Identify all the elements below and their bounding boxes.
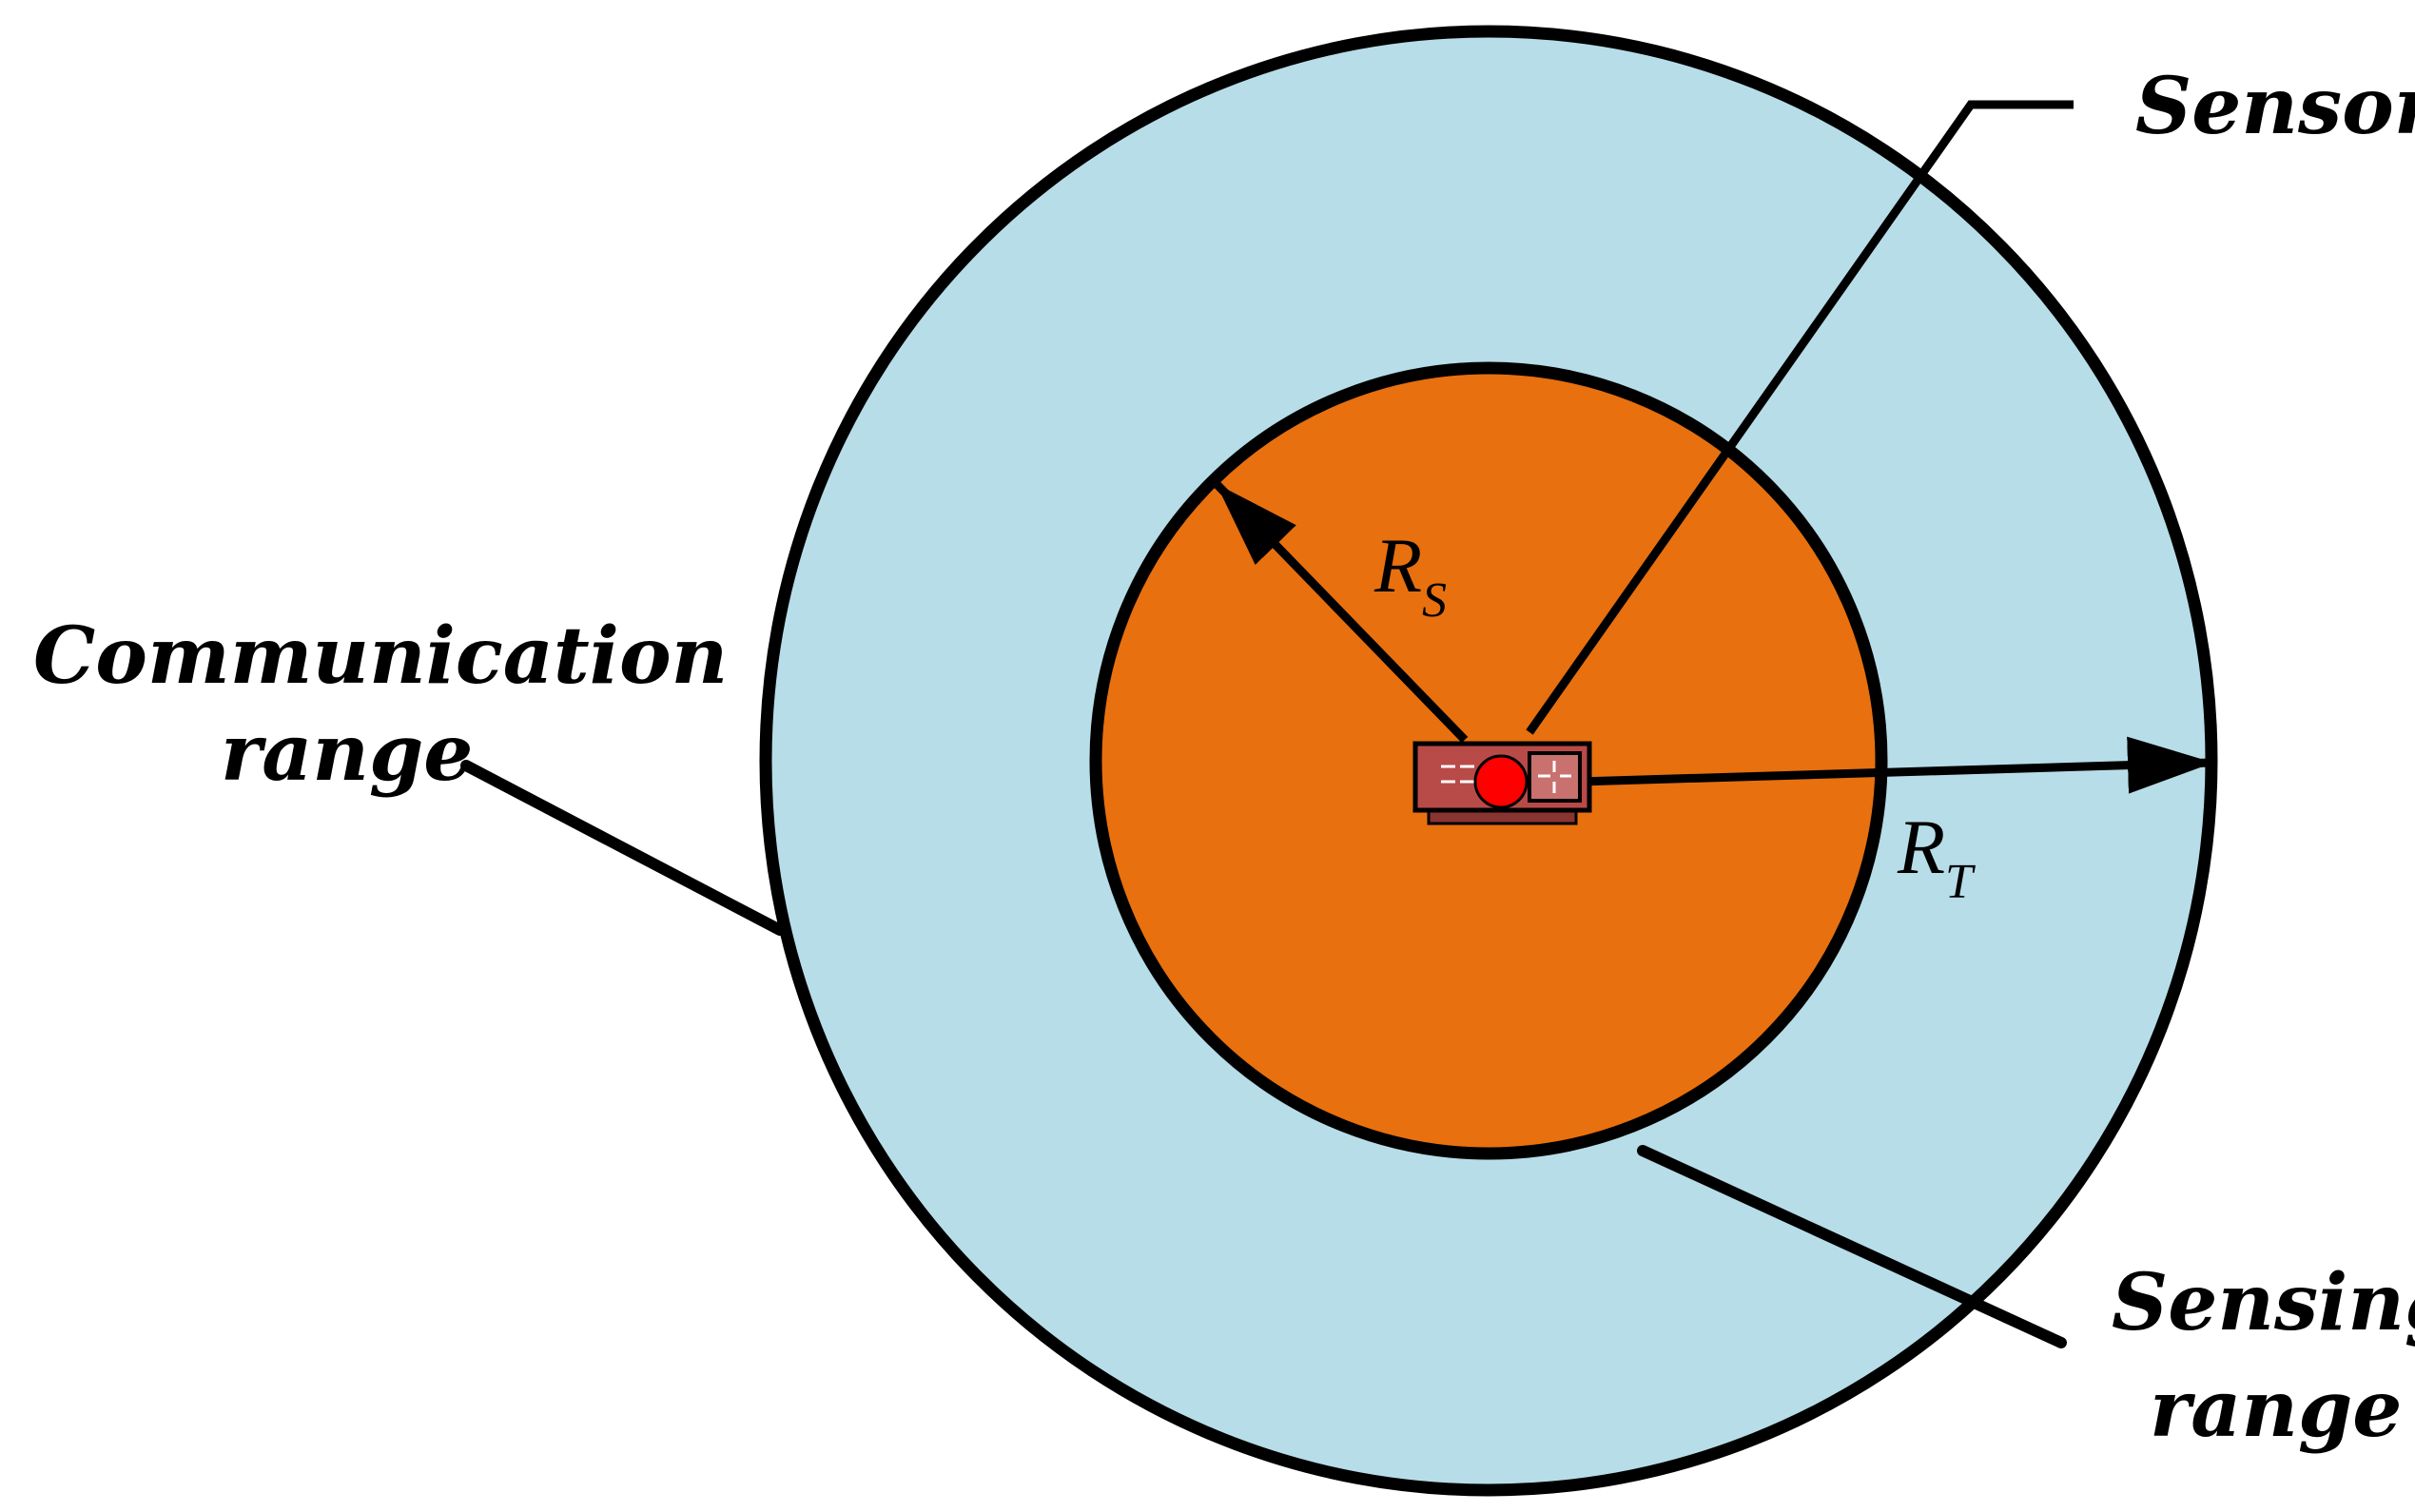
sensor-label: Sensor: [2135, 61, 2415, 152]
sensing-leader-line: [1637, 1145, 2067, 1348]
communication-leader-line: [460, 760, 786, 936]
sensing-radius-subscript: S: [1422, 573, 1447, 628]
communication-radius-label: R: [1897, 804, 1945, 890]
sensor-leader-line: [1526, 100, 2074, 735]
sensing-radius-arrow: [1214, 481, 1469, 744]
sensing-radius-label: R: [1373, 522, 1422, 609]
sensor-node-icon: [1412, 741, 1592, 825]
communication-range-label-line2: range: [221, 708, 473, 799]
sensor-led: [1473, 754, 1529, 809]
sensing-range-label-line2: range: [2150, 1364, 2402, 1455]
communication-range-label-line1: Communication: [33, 611, 728, 702]
communication-radius-arrow: [1578, 736, 2213, 794]
sensing-range-label-line1: Sensing: [2112, 1257, 2415, 1348]
communication-radius-subscript: T: [1945, 855, 1976, 909]
